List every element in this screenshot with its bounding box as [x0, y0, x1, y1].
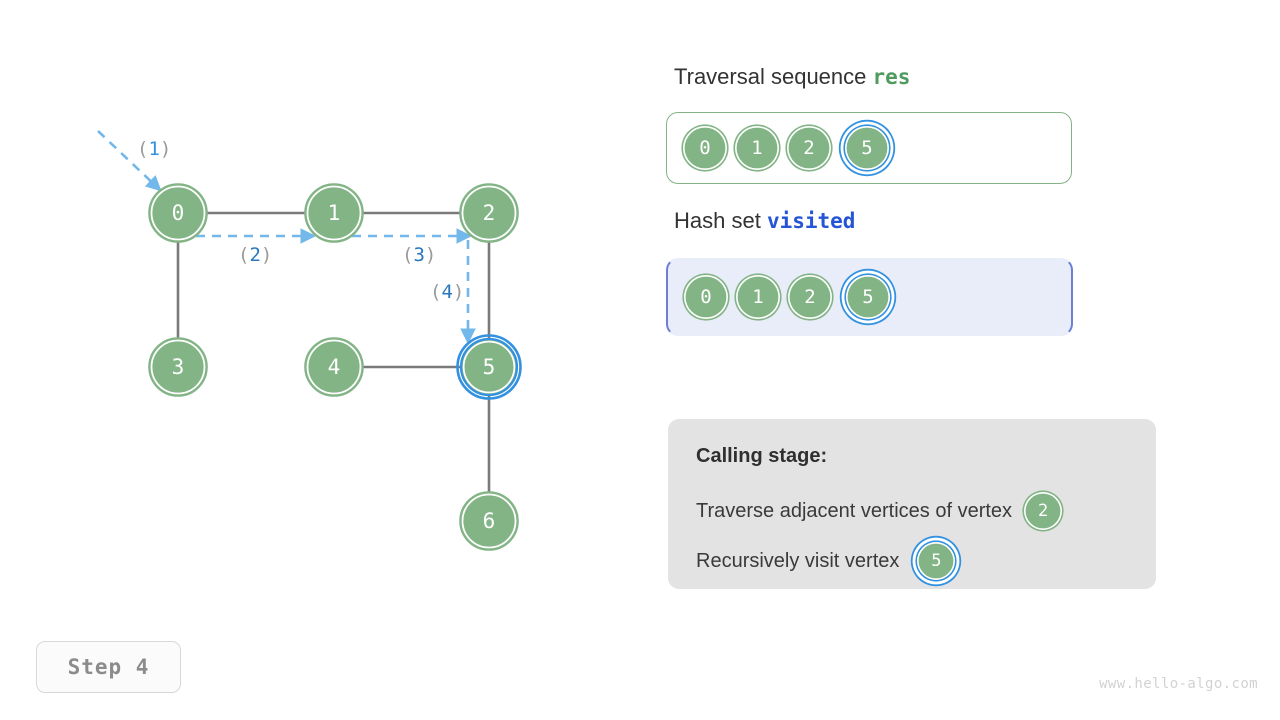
graph-edges: [176, 211, 491, 494]
res-item-2[interactable]: 2: [787, 126, 831, 170]
traversal-arrow-label-1: (1): [137, 138, 171, 160]
res-container: 0 1 2 5: [666, 112, 1072, 184]
res-item-0[interactable]: 0: [683, 126, 727, 170]
graph-vertex-2-label: 2: [483, 201, 496, 225]
calling-stage-line-2: Recursively visit vertex 5: [696, 542, 1156, 580]
res-item-1[interactable]: 1: [735, 126, 779, 170]
graph-vertices: 0 1 2 3: [148, 183, 522, 551]
calling-stage-heading: Calling stage:: [696, 445, 828, 467]
graph-vertex-4-label: 4: [328, 355, 341, 379]
graph-vertex-3-label: 3: [172, 355, 185, 379]
calling-stage-line-1-vertex: 2: [1024, 492, 1063, 530]
visited-item-2[interactable]: 2: [788, 275, 832, 319]
traversal-arrow-label-2: (2): [238, 244, 272, 266]
visited-item-1[interactable]: 1: [736, 275, 780, 319]
graph-vertex-5[interactable]: 5: [456, 334, 522, 400]
graph-vertex-6-label: 6: [483, 509, 496, 533]
visited-container: 0 1 2 5: [666, 258, 1073, 336]
graph-vertex-1[interactable]: 1: [304, 183, 364, 243]
graph-vertex-0-label: 0: [172, 201, 185, 225]
res-title-code: res: [872, 65, 911, 89]
calling-stage-line-2-text: Recursively visit vertex: [696, 549, 900, 572]
graph-vertex-1-label: 1: [328, 201, 341, 225]
res-item-3[interactable]: 5: [845, 126, 889, 170]
calling-stage-line-1: Traverse adjacent vertices of vertex 2: [696, 492, 1156, 530]
graph-vertex-2[interactable]: 2: [459, 183, 519, 243]
res-title-prefix: Traversal sequence: [674, 64, 873, 89]
graph-vertex-5-label: 5: [483, 355, 496, 379]
graph-vertex-6[interactable]: 6: [459, 491, 519, 551]
traversal-arrow-1: [97, 130, 162, 192]
visited-title-prefix: Hash set: [674, 208, 767, 233]
visited-title-code: visited: [766, 209, 856, 233]
calling-stage-line-1-text: Traverse adjacent vertices of vertex: [696, 499, 1013, 522]
visited-item-0[interactable]: 0: [684, 275, 728, 319]
visited-item-3[interactable]: 5: [846, 275, 890, 319]
graph-panel: 0 1 2 3: [0, 0, 620, 720]
traversal-arrow-label-3: (3): [402, 244, 436, 266]
graph-vertex-0[interactable]: 0: [148, 183, 208, 243]
watermark: www.hello-algo.com: [1099, 676, 1258, 692]
graph-vertex-4[interactable]: 4: [304, 337, 364, 397]
calling-stage-line-2-vertex: 5: [917, 542, 956, 580]
graph-diagram: 0 1 2 3: [97, 130, 522, 551]
step-badge: Step 4: [36, 641, 181, 693]
right-panel: Traversal sequence res 0 1 2 5 Hash set …: [666, 0, 1280, 720]
traversal-arrow-label-4: (4): [430, 281, 464, 303]
graph-vertex-3[interactable]: 3: [148, 337, 208, 397]
visited-title: Hash set visited: [674, 208, 855, 234]
calling-stage-card: Calling stage: Traverse adjacent vertice…: [668, 419, 1156, 589]
traversal-arrows: [97, 130, 476, 345]
res-title: Traversal sequence res: [674, 64, 910, 90]
traversal-arrow-labels: (1) (2) (3) (4): [137, 138, 464, 303]
